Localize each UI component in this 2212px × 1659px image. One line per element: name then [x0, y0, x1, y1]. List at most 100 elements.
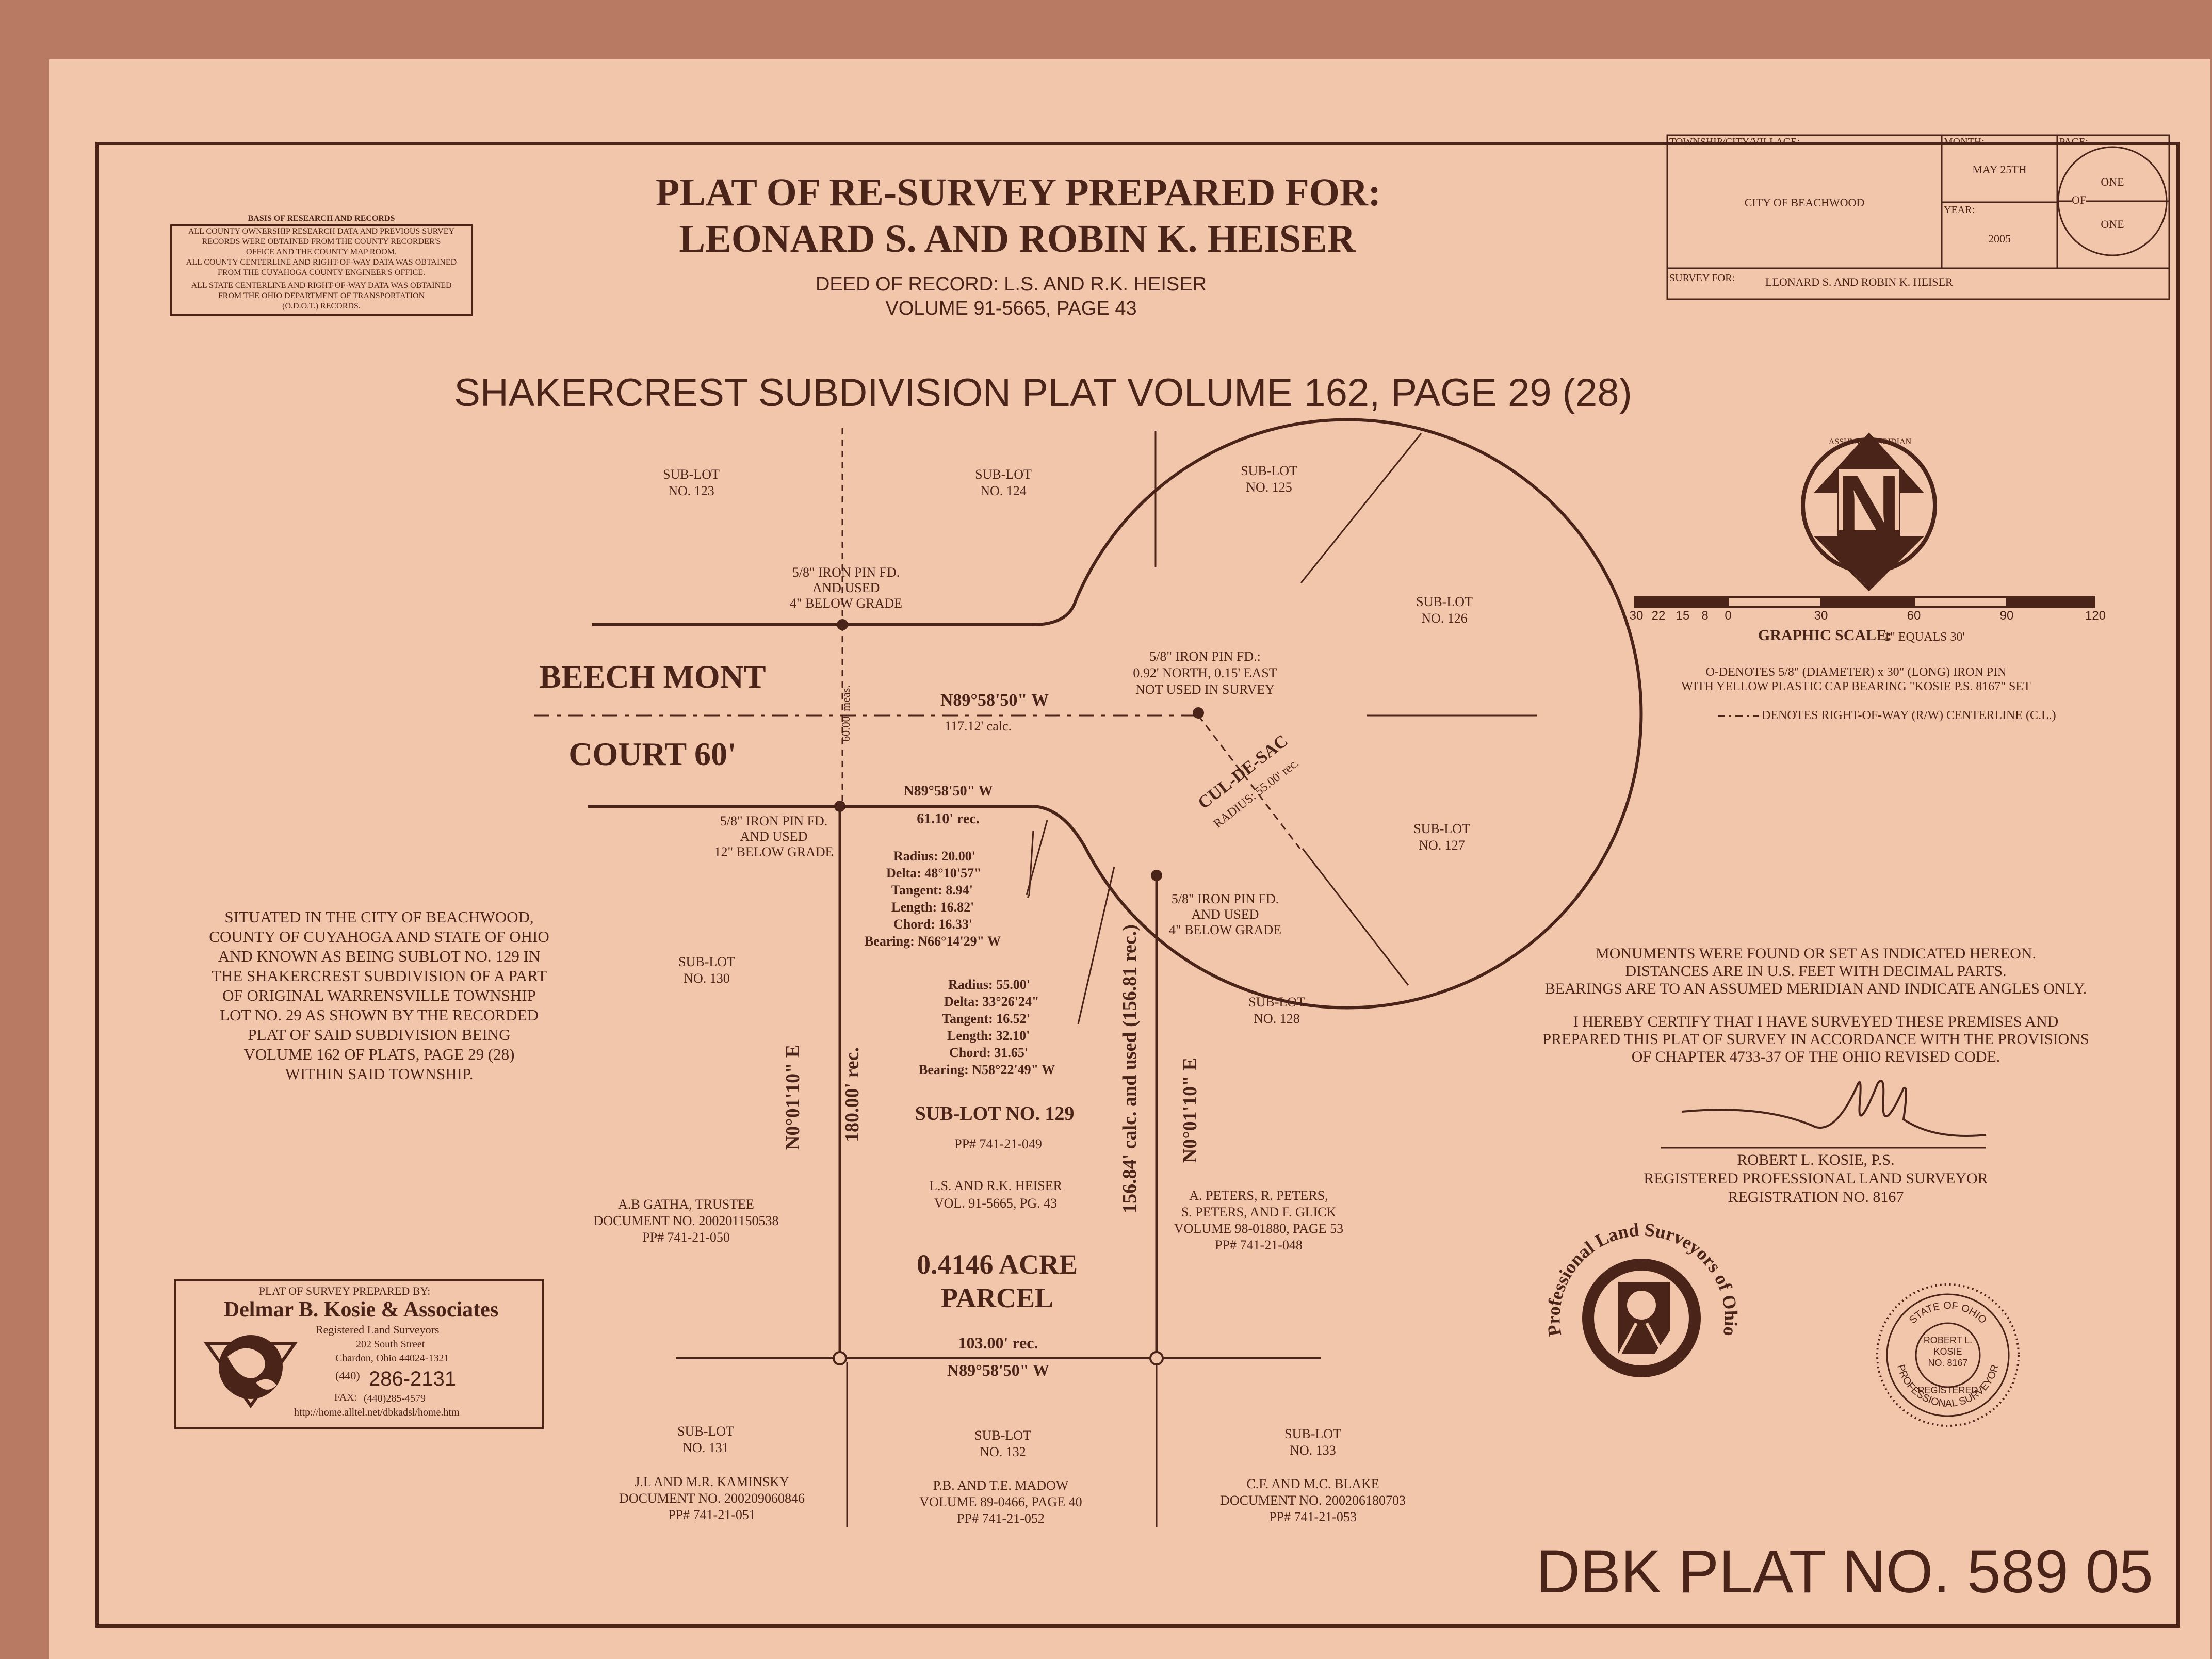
pin-nw-text: AND USED — [812, 580, 880, 595]
certify-line: I HEREBY CERTIFY THAT I HAVE SURVEYED TH… — [1573, 1013, 2059, 1030]
title-line1: PLAT OF RE-SURVEY PREPARED FOR: — [655, 171, 1381, 214]
monuments-line: DISTANCES ARE IN U.S. FEET WITH DECIMAL … — [1625, 963, 2007, 980]
curve1-radius: Radius: 20.00' — [893, 849, 975, 864]
company-fax-label: FAX: — [334, 1392, 357, 1403]
centerline-length: 117.12' calc. — [944, 719, 1012, 734]
company-phone: 286-2131 — [369, 1368, 457, 1390]
legend-pin1: O-DENOTES 5/8" (DIAMETER) x 30" (LONG) I… — [1705, 665, 2007, 679]
pin-sw — [834, 801, 845, 812]
owner-131-pp: PP# 741-21-051 — [668, 1507, 756, 1522]
curve2-tangent: Tangent: 16.52' — [942, 1011, 1030, 1026]
curve1-delta: Delta: 48°10'57" — [886, 866, 982, 881]
year-value: 2005 — [1988, 232, 2011, 245]
scale-tick: 90 — [1999, 609, 2014, 623]
basis-line: OFFICE AND THE COUNTY MAP ROOM. — [246, 248, 397, 256]
survey-for-value: LEONARD S. AND ROBIN K. HEISER — [1765, 275, 1953, 288]
state-seal-icon — [1876, 1283, 2020, 1427]
basis-line: ALL COUNTY OWNERSHIP RESEARCH DATA AND P… — [188, 227, 455, 236]
deed-line1: DEED OF RECORD: L.S. AND R.K. HEISER — [815, 273, 1207, 295]
situated-line: WITHIN SAID TOWNSHIP. — [285, 1065, 474, 1083]
company-address2: Chardon, Ohio 44024-1321 — [335, 1353, 449, 1364]
scale-tick: 120 — [2085, 609, 2106, 623]
certify-line: OF CHAPTER 4733-37 OF THE OHIO REVISED C… — [1631, 1048, 2000, 1065]
sublot-128: SUB-LOT — [1248, 995, 1305, 1010]
pin-center-text: NOT USED IN SURVEY — [1135, 682, 1275, 697]
legend-centerline: DENOTES RIGHT-OF-WAY (R/W) CENTERLINE (C… — [1762, 709, 2056, 722]
situated-line: PLAT OF SAID SUBDIVISION BEING — [248, 1026, 511, 1044]
street-width: 60.00' meas. — [839, 685, 852, 742]
situated-line: OF ORIGINAL WARRENSVILLE TOWNSHIP — [222, 986, 536, 1004]
page-total: ONE — [2101, 218, 2124, 231]
curve1-length: Length: 16.82' — [891, 900, 974, 915]
company-phone-area: (440) — [335, 1369, 360, 1382]
south-line-record: 61.10' rec. — [917, 811, 980, 827]
sublot-123-no: NO. 123 — [668, 483, 714, 498]
seal-name2: KOSIE — [1933, 1346, 1962, 1357]
sublot-123: SUB-LOT — [663, 467, 720, 482]
radial-line-ne — [1300, 433, 1422, 583]
scale-tick: 30 — [1629, 609, 1644, 623]
basis-line: ALL COUNTY CENTERLINE AND RIGHT-OF-WAY D… — [186, 258, 457, 267]
sublot-132: SUB-LOT — [974, 1428, 1031, 1443]
curve2-leader — [1077, 866, 1115, 1024]
pin-sw-text: 5/8" IRON PIN FD. — [720, 814, 828, 828]
basis-line: ALL STATE CENTERLINE AND RIGHT-OF-WAY DA… — [191, 281, 452, 290]
year-label: YEAR: — [1944, 204, 1975, 216]
month-label: MONTH: — [1944, 136, 1985, 148]
owner-east: A. PETERS, R. PETERS, — [1189, 1188, 1328, 1203]
sublot-130: SUB-LOT — [678, 954, 735, 969]
parcel-acreage: 0.4146 ACRE — [916, 1249, 1078, 1280]
curve2-radius: Radius: 55.00' — [948, 977, 1030, 992]
parcel-owner-vol: VOL. 91-5665, PG. 43 — [934, 1196, 1058, 1211]
situated-line: VOLUME 162 OF PLATS, PAGE 29 (28) — [243, 1045, 515, 1063]
south-line-bearing: N89°58'50" W — [947, 1361, 1049, 1379]
owner-131-doc: DOCUMENT NO. 200209060846 — [619, 1491, 805, 1506]
basis-line: RECORDS WERE OBTAINED FROM THE COUNTY RE… — [202, 237, 441, 246]
west-line-bearing: N0°01'10" E — [782, 1044, 804, 1150]
sublot-133: SUB-LOT — [1284, 1426, 1341, 1441]
east-line-length: 156.84' calc. and used (156.81 rec.) — [1118, 924, 1141, 1213]
meridian-label: ASSUMED MERIDIAN — [1828, 437, 1912, 446]
pls-seal-icon — [1582, 1259, 1701, 1377]
seal-registered: REGISTERED — [1917, 1385, 1978, 1395]
basis-box — [170, 224, 473, 316]
surveyor-registration: REGISTRATION NO. 8167 — [1728, 1189, 1904, 1206]
scale-tick: 30 — [1814, 609, 1828, 623]
sublot-133-no: NO. 133 — [1290, 1443, 1336, 1458]
scale-tick: 22 — [1651, 609, 1666, 623]
radius-line — [1197, 715, 1301, 849]
curve1-bearing: Bearing: N66°14'29" W — [865, 934, 1001, 949]
sublot-125-no: NO. 125 — [1246, 480, 1292, 495]
scale-equals: 1" EQUALS 30' — [1884, 630, 1965, 644]
company-box — [174, 1279, 544, 1429]
title-line2: LEONARD S. AND ROBIN K. HEISER — [679, 217, 1356, 261]
basis-line: FROM THE OHIO DEPARTMENT OF TRANSPORTATI… — [218, 291, 425, 300]
parcel-sublot: SUB-LOT NO. 129 — [915, 1103, 1075, 1125]
scale-tick: 15 — [1676, 609, 1690, 623]
situated-line: AND KNOWN AS BEING SUBLOT NO. 129 IN — [218, 947, 541, 965]
seal-number: NO. 8167 — [1928, 1358, 1968, 1368]
curve2-bearing: Bearing: N58°22'49" W — [919, 1062, 1055, 1077]
parcel-pp: PP# 741-21-049 — [954, 1136, 1042, 1151]
sublot-127: SUB-LOT — [1413, 821, 1470, 836]
paper-sheet — [49, 59, 2210, 1659]
owner-east-vol: VOLUME 98-01880, PAGE 53 — [1174, 1221, 1344, 1236]
pin-se-text: AND USED — [1191, 907, 1259, 922]
title-block-lines — [1666, 134, 2170, 300]
south-line-record: 103.00' rec. — [958, 1333, 1038, 1352]
parcel-owner: L.S. AND R.K. HEISER — [929, 1178, 1062, 1193]
monuments-line: MONUMENTS WERE FOUND OR SET AS INDICATED… — [1596, 945, 2036, 962]
parcel-acreage-label: PARCEL — [940, 1282, 1054, 1313]
company-url: http://home.alltel.net/dbkadsl/home.htm — [294, 1407, 460, 1418]
pin-se-text: 4" BELOW GRADE — [1168, 922, 1282, 937]
company-sub: Registered Land Surveyors — [316, 1323, 440, 1336]
scale-tick: 8 — [1701, 609, 1709, 623]
pin-center-text: 5/8" IRON PIN FD.: — [1149, 649, 1261, 664]
north-arrow-icon — [1801, 432, 1937, 592]
page-label: PAGE: — [2059, 136, 2088, 148]
pin-se — [1151, 870, 1162, 881]
curve2-delta: Delta: 33°26'24" — [944, 994, 1039, 1009]
curve1-leader-tick — [1026, 820, 1048, 896]
sublot-132-no: NO. 132 — [980, 1444, 1026, 1459]
